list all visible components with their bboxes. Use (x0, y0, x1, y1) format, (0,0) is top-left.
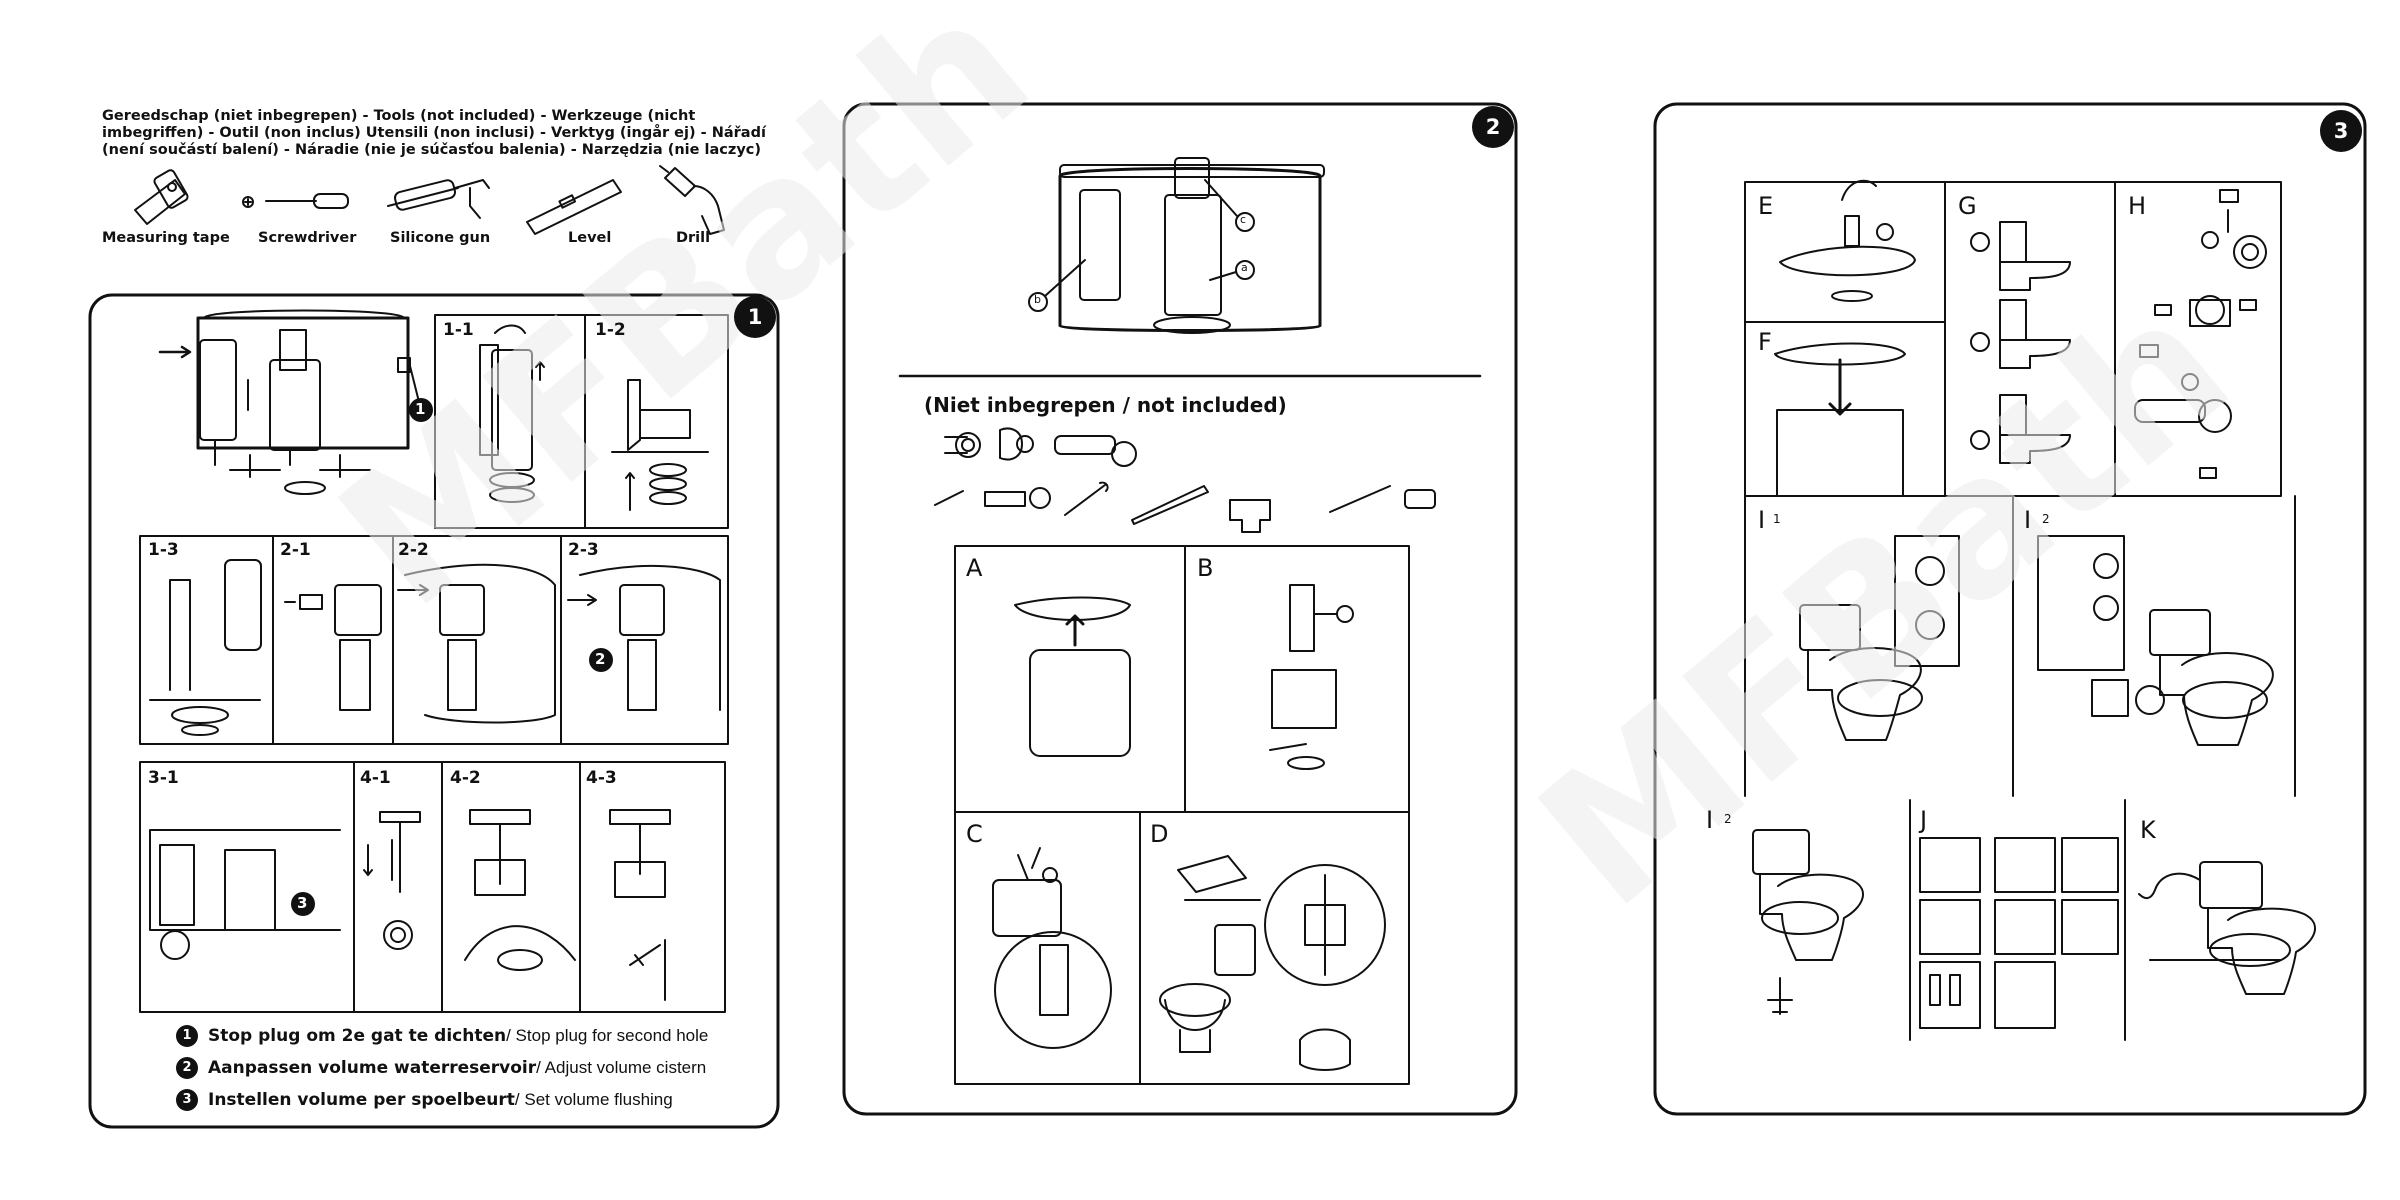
panel-label-i-3: I (1706, 806, 1714, 834)
legend-number: 1 (176, 1025, 198, 1047)
cistern-cross-section (1028, 157, 1325, 334)
panel-j-drawing (1919, 837, 2119, 1029)
panel-a-drawing (1014, 596, 1131, 757)
cistern-illustration (158, 309, 421, 495)
step-label: 4-2 (450, 768, 481, 788)
panel-label-f: F (1758, 328, 1772, 356)
sub-number: 2 (2042, 512, 2050, 526)
tool-label-level: Level (568, 230, 612, 246)
callout-3-circle (291, 892, 315, 916)
tool-label-screwdriver: Screwdriver (258, 230, 357, 246)
step-label: 1-3 (148, 540, 179, 560)
legend-dutch: Stop plug om 2e gat te dichten (208, 1026, 507, 1046)
callout-c: c (1240, 213, 1247, 226)
legend-row-1: 1 Stop plug om 2e gat te dichten / Stop … (176, 1021, 708, 1051)
page-3-frame (1653, 102, 2367, 1116)
step-label: 4-3 (586, 768, 617, 788)
callout-1-circle (409, 398, 433, 422)
panel-label-i-1: I (1758, 506, 1766, 534)
callout-2-circle (589, 648, 613, 672)
step-label: 2-3 (568, 540, 599, 560)
callout-a: a (1241, 261, 1248, 274)
panel-g-drawing (1970, 221, 2071, 464)
silicone-gun-icon (387, 179, 490, 219)
panel-k-drawing (2138, 861, 2316, 995)
panel-label-i-2: I (2024, 506, 2032, 534)
panel-1-2 (584, 314, 729, 529)
panel-i1-drawing (1799, 535, 1960, 741)
page-1-frame (88, 293, 780, 1129)
step-label: 1-2 (595, 320, 626, 340)
panel-label-d: D (1150, 820, 1169, 848)
panel-grid-abcd (954, 545, 1410, 1085)
legend-dutch: Aanpassen volume waterreservoir (208, 1058, 537, 1078)
legend-english: / Adjust volume cistern (536, 1058, 707, 1077)
panel-c-drawing (992, 847, 1112, 1049)
callout-b: b (1034, 293, 1041, 306)
panel-label-b: B (1197, 554, 1214, 582)
watermark: MFBath (1500, 254, 2269, 950)
tool-label-drill: Drill (676, 230, 711, 246)
measuring-tape-icon (134, 169, 189, 225)
callout-2: 2 (595, 650, 606, 668)
page-number-2: 2 (1472, 106, 1514, 148)
level-icon (526, 179, 622, 235)
step-label: 1-1 (443, 320, 474, 340)
sub-number: 1 (1773, 512, 1781, 526)
step-label: 4-1 (360, 768, 391, 788)
page-2-frame (842, 102, 1518, 1116)
panel-label-a: A (966, 554, 983, 582)
legend-row-3: 3 Instellen volume per spoelbeurt / Set … (176, 1085, 673, 1115)
panel-i2-drawing (2037, 535, 2274, 746)
legend-number: 3 (176, 1089, 198, 1111)
tool-label-measuring-tape: Measuring tape (102, 230, 230, 246)
panel-d-drawing (1159, 855, 1386, 1071)
step-label: 3-1 (148, 768, 179, 788)
panel-e-drawing (1779, 179, 1916, 302)
callout-1: 1 (415, 400, 426, 418)
legend-english: / Set volume flushing (514, 1090, 673, 1109)
tools-header: Gereedschap (niet inbegrepen) - Tools (n… (102, 108, 766, 158)
panel-f-drawing (1774, 342, 1906, 497)
legend-row-2: 2 Aanpassen volume waterreservoir / Adju… (176, 1053, 706, 1083)
panel-label-k: K (2140, 816, 2156, 844)
panel-label-g: G (1958, 192, 1977, 220)
step-label: 2-1 (280, 540, 311, 560)
page-number-1: 1 (734, 296, 776, 338)
not-included-heading: (Niet inbegrepen / not included) (924, 393, 1287, 417)
step-label: 2-2 (398, 540, 429, 560)
panel-label-e: E (1758, 192, 1774, 220)
panel-label-c: C (966, 820, 983, 848)
tool-label-silicone-gun: Silicone gun (390, 230, 491, 246)
panel-2-3 (560, 535, 729, 745)
panel-h-drawing (2134, 189, 2267, 479)
panel-4-3 (579, 761, 726, 1013)
legend-number: 2 (176, 1057, 198, 1079)
not-included-parts (934, 427, 1436, 533)
panel-b-drawing (1269, 584, 1354, 770)
legend-dutch: Instellen volume per spoelbeurt (208, 1090, 515, 1110)
panel-i3-drawing (1752, 829, 1864, 1015)
legend-english: / Stop plug for second hole (506, 1026, 709, 1045)
page-number-3: 3 (2320, 110, 2362, 152)
callout-3: 3 (297, 894, 308, 912)
sub-number: 2 (1724, 812, 1732, 826)
screwdriver-icon (242, 193, 349, 209)
panel-label-h: H (2128, 192, 2147, 220)
panel-label-j: J (1920, 806, 1928, 834)
drill-icon (659, 165, 725, 235)
